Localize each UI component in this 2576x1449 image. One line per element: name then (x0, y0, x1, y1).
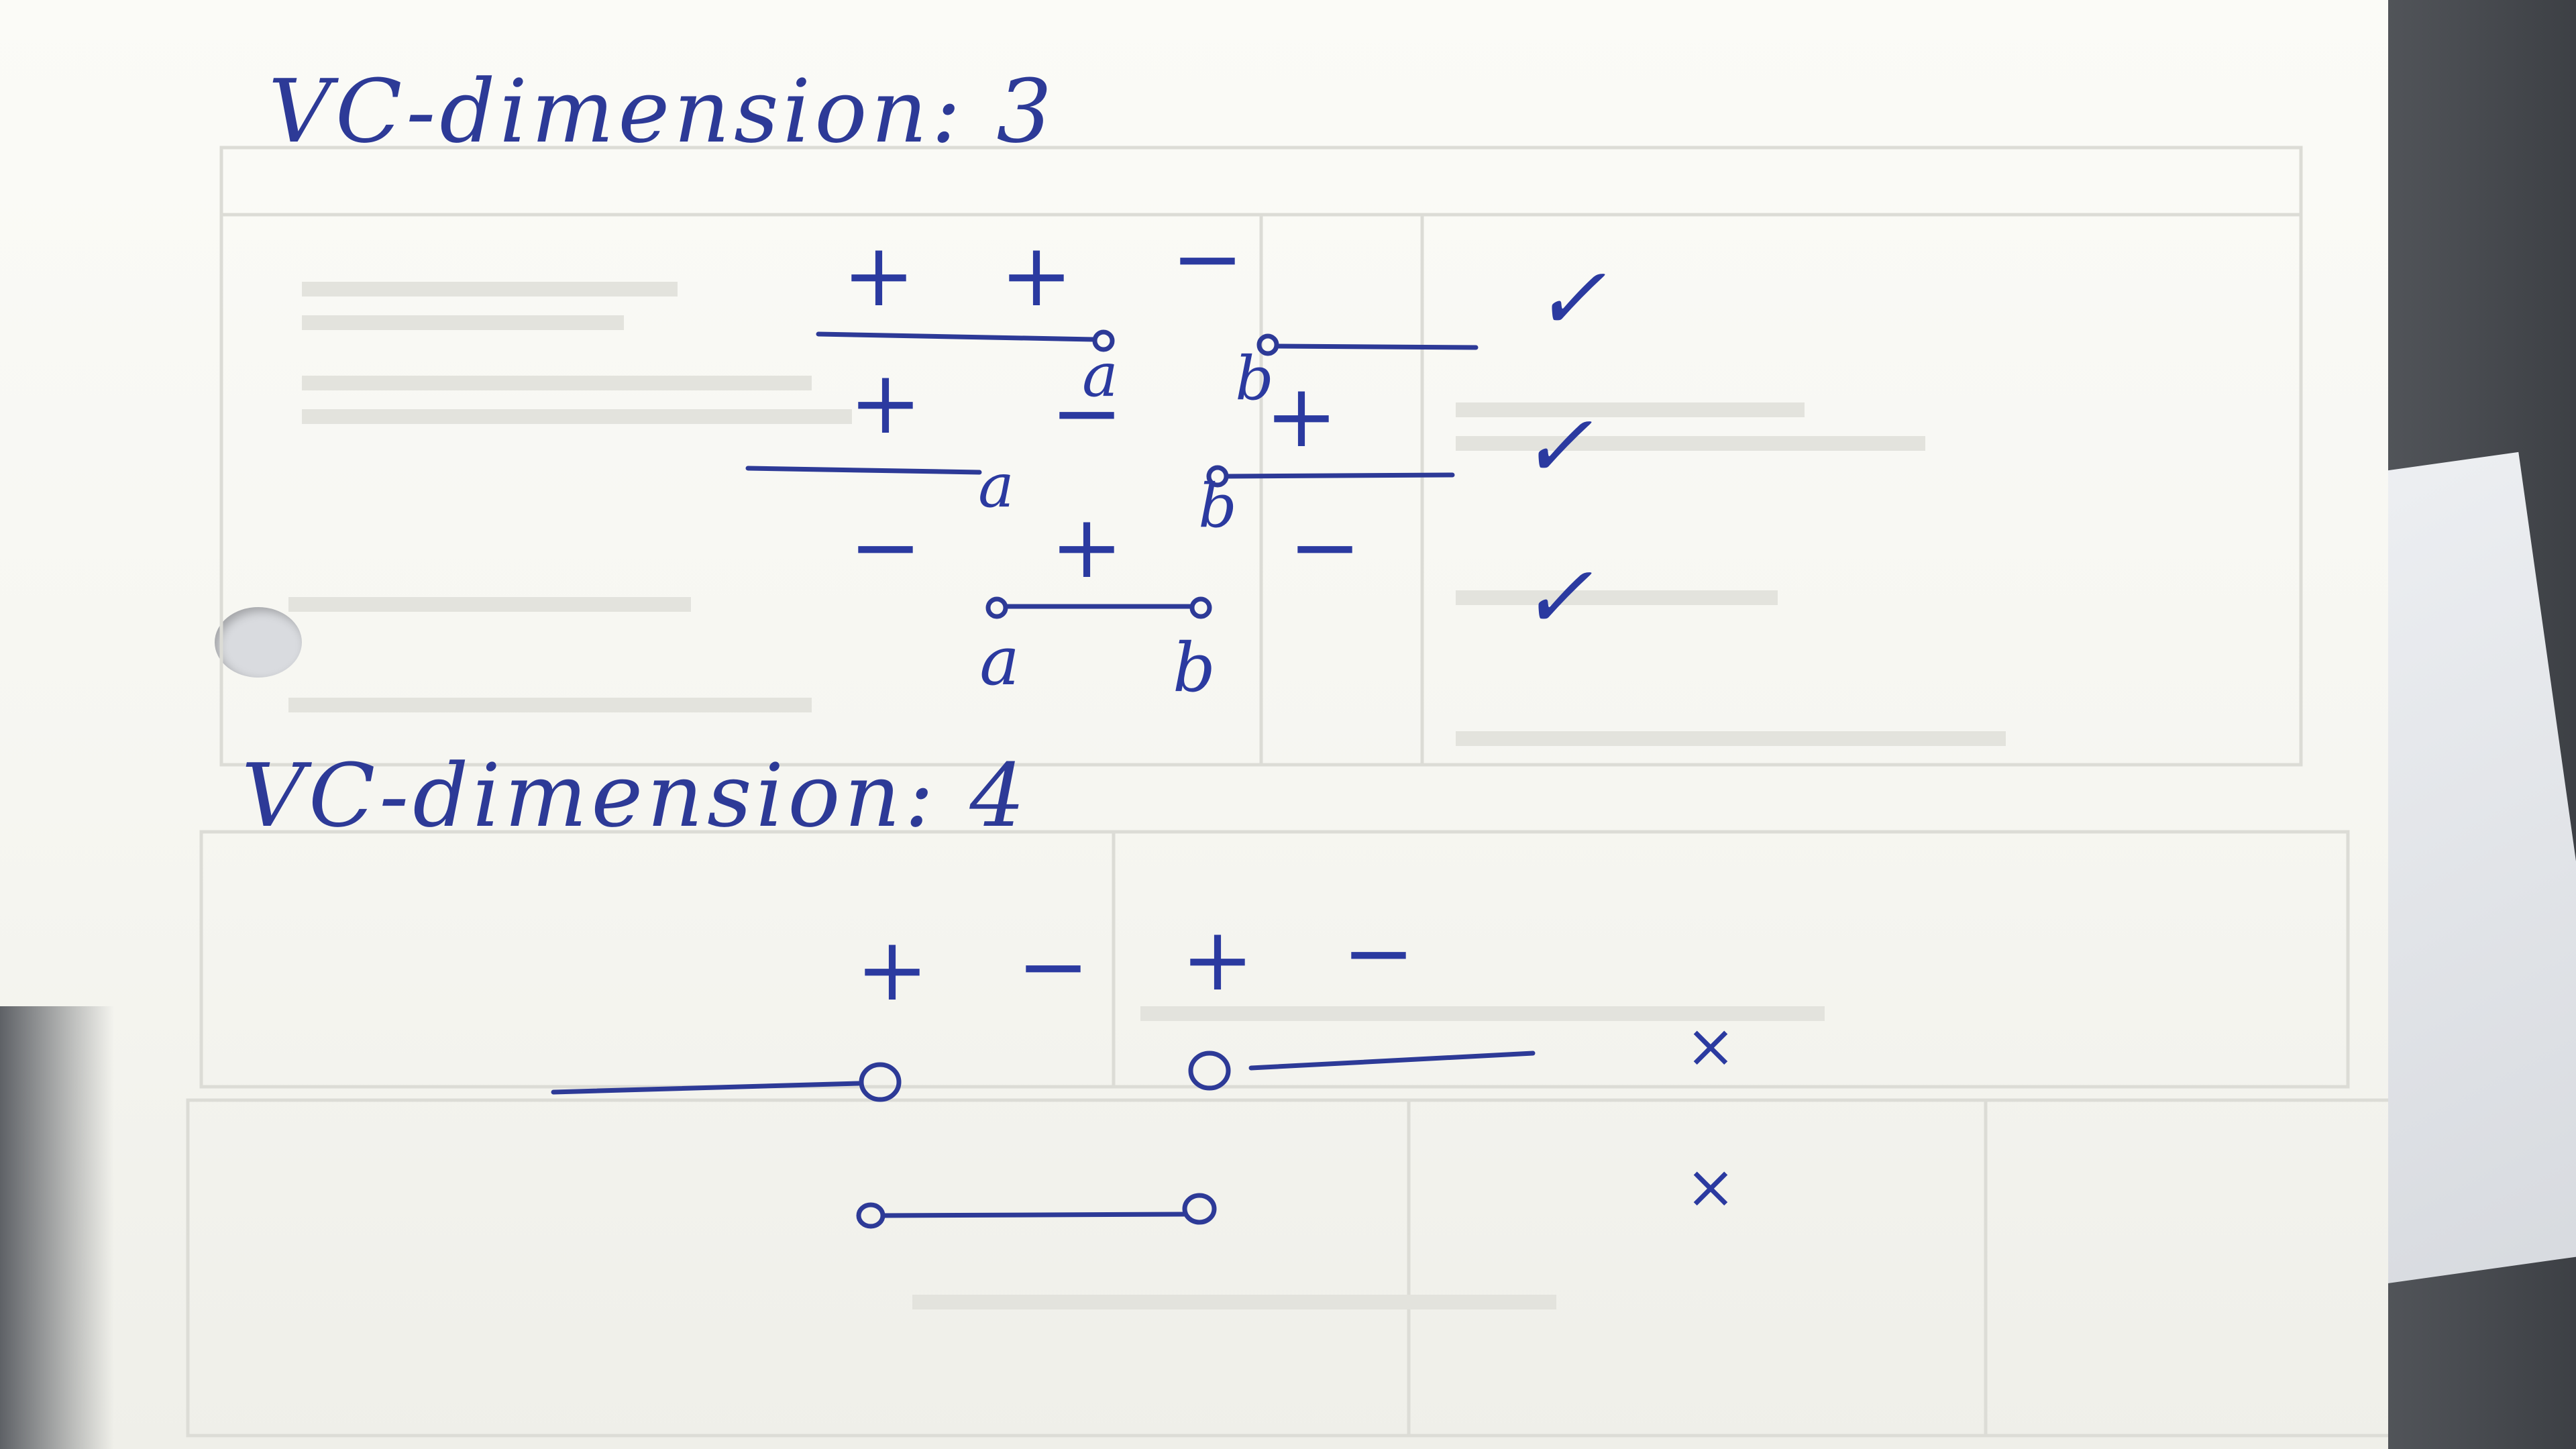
row4-left-endpoint (859, 1062, 902, 1102)
row4-right-endpoint (1188, 1051, 1231, 1091)
paper-shadow (0, 1006, 114, 1449)
row1-sign-2: + (1000, 224, 1073, 326)
row4-sign-1: + (856, 918, 929, 1020)
row5-left-endpoint (856, 1202, 885, 1229)
row4-right-ray (1248, 1051, 1536, 1071)
row4-cross-mark: × (1685, 1011, 1735, 1081)
row3-sign-1: − (849, 496, 922, 598)
row3-sign-2: + (1051, 496, 1124, 598)
row4-sign-3: + (1181, 908, 1254, 1010)
row2-label-a: a (978, 451, 1014, 521)
heading-vc-dimension-3: VC-dimension: 3 (268, 60, 1057, 162)
paper-sheet: VC-dimension: 3 VC-dimension: 4 (0, 0, 2388, 1449)
row3-label-b: b (1173, 629, 1216, 707)
row1-sign-3: − (1171, 207, 1244, 309)
row1-right-ray (1275, 343, 1479, 350)
heading-vc-dimension-4: VC-dimension: 4 (241, 745, 1030, 847)
row4-sign-2: − (1017, 915, 1090, 1017)
row3-label-a: a (979, 622, 1020, 700)
row2-sign-1: + (849, 352, 922, 453)
show-through-form (186, 146, 2388, 1438)
row3-endpoint-a (985, 596, 1008, 619)
row2-check-mark: ✓ (1520, 395, 1593, 497)
handwritten-sketch: + + − a b ✓ + − + a b ✓ − + − a b ✓ (551, 207, 1736, 1229)
row2-left-ray (745, 466, 982, 475)
row3-sign-3: − (1289, 496, 1362, 598)
row5-interval (881, 1212, 1187, 1218)
row2-label-b: b (1198, 471, 1237, 541)
row2-sign-2: − (1051, 362, 1124, 464)
row2-right-ray (1225, 472, 1455, 479)
row5-right-endpoint (1182, 1193, 1217, 1225)
row1-check-mark: ✓ (1534, 248, 1607, 350)
punch-hole (215, 607, 302, 678)
row5-cross-mark: × (1685, 1152, 1735, 1222)
row4-sign-4: − (1342, 902, 1415, 1004)
row1-label-a: a (1082, 340, 1118, 411)
row4-left-ray (551, 1081, 861, 1095)
row1-sign-1: + (843, 224, 916, 326)
row3-check-mark: ✓ (1520, 546, 1593, 648)
row3-endpoint-b (1189, 596, 1212, 619)
row1-label-b: b (1235, 343, 1274, 414)
row2-sign-3: + (1265, 365, 1338, 467)
row1-left-ray (816, 331, 1096, 342)
row1-endpoint-a (1092, 329, 1115, 352)
